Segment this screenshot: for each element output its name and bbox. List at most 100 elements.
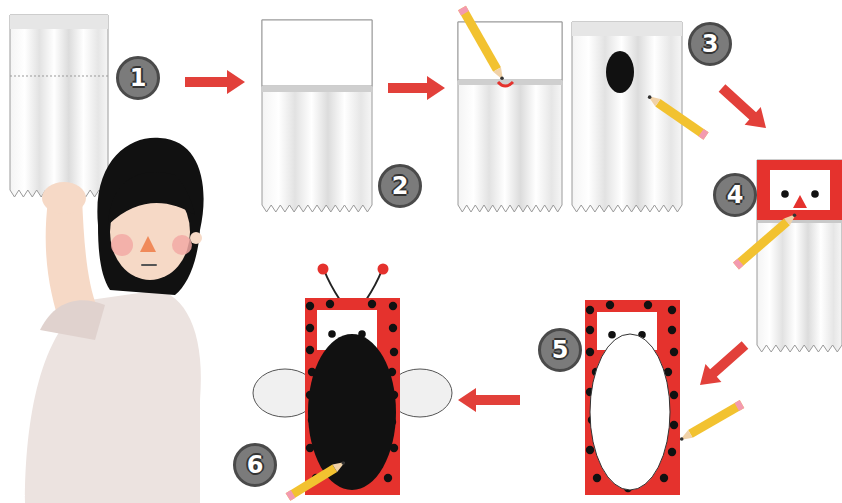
pencil-body: [658, 103, 706, 136]
pencil: [288, 461, 345, 497]
ladybug-eye: [781, 190, 789, 198]
ladybug-spot: [586, 326, 594, 334]
child-mouth: [142, 264, 156, 266]
child-cheek: [111, 234, 133, 256]
pencil-eraser: [288, 494, 293, 497]
child-body: [25, 290, 201, 503]
callout-number: 4: [727, 183, 744, 207]
antenna-ball: [378, 264, 389, 275]
callout-number: 2: [392, 174, 409, 198]
paper-roll: [572, 22, 682, 212]
pencil-lead: [793, 214, 797, 218]
step-arrow-shape: [692, 336, 753, 394]
ladybug-spot: [586, 306, 594, 314]
pencil-body: [462, 8, 497, 70]
ladybug-spot: [586, 446, 594, 454]
ladybug-eye: [328, 330, 336, 338]
ladybug-spot: [306, 324, 314, 332]
ladybug-nose: [793, 195, 807, 208]
pencil-eraser: [737, 404, 742, 407]
pencil: [648, 95, 706, 136]
step-arrow-shape: [185, 70, 245, 94]
ladybug-body: [305, 298, 400, 495]
pencil-body: [690, 404, 742, 434]
child: [25, 138, 204, 503]
ladybug-antenna: [366, 270, 382, 300]
step-arrow: [185, 70, 245, 94]
child-bangs: [108, 172, 195, 225]
pencil: [462, 8, 504, 80]
ladybug-spot: [668, 326, 676, 334]
roll-top-band: [572, 22, 682, 36]
ladybug-eye: [811, 190, 819, 198]
paper-roll: [757, 160, 842, 352]
pencil-tip: [648, 96, 660, 107]
ladybug-spot: [606, 301, 614, 309]
pencil-lead: [680, 437, 684, 441]
child-ear: [190, 232, 202, 244]
ladybug-eye: [608, 331, 616, 339]
pencil: [680, 404, 742, 441]
antenna-ball: [318, 264, 329, 275]
step-arrow-shape: [388, 76, 445, 100]
roll-folded-top: [262, 20, 372, 86]
fold-edge: [458, 80, 562, 85]
callout-number: 5: [552, 338, 569, 362]
ladybug-spot: [644, 301, 652, 309]
roll-top-band: [10, 15, 108, 29]
band-edge: [757, 220, 842, 223]
fold-edge: [262, 86, 372, 92]
ladybug-spot: [368, 300, 376, 308]
child-hair: [97, 138, 203, 295]
paper-roll: [262, 20, 372, 212]
pencil-body: [288, 468, 335, 497]
fold-line: [10, 76, 108, 77]
paper-roll: [458, 22, 562, 212]
callout-number: 6: [247, 453, 264, 477]
child-sleeve: [40, 300, 105, 340]
step-circle: 4: [713, 173, 757, 217]
pencil-lead: [341, 461, 345, 465]
child-nose: [140, 236, 156, 252]
ladybug-spot: [586, 348, 594, 356]
drawn-oval: [606, 51, 634, 93]
details: [185, 8, 842, 497]
ladybug-spot: [593, 474, 601, 482]
ladybug-spot: [670, 421, 678, 429]
pencil-tip: [493, 67, 503, 80]
step-arrow: [388, 76, 445, 100]
pencil-eraser: [701, 133, 706, 136]
step-arrow: [714, 79, 774, 137]
callout-number: 3: [702, 32, 719, 56]
drawn-mark: [498, 82, 513, 86]
step-circle: 3: [688, 22, 732, 66]
ladybug-spot: [384, 474, 392, 482]
ladybug-spot: [660, 474, 668, 482]
ladybug-spot: [389, 324, 397, 332]
step-circle: 1: [116, 56, 160, 100]
drawn-oval: [590, 334, 670, 490]
step-arrow: [458, 388, 520, 412]
pencil-tip: [332, 462, 345, 472]
child-cheek: [172, 235, 192, 255]
child-hand: [42, 182, 86, 214]
step-circle: 6: [233, 443, 277, 487]
ladybug-spot: [306, 346, 314, 354]
step-circle: 2: [378, 164, 422, 208]
ladybug-spot: [326, 300, 334, 308]
ladybug-spot: [668, 306, 676, 314]
ladybug-spot: [306, 302, 314, 310]
ladybug-spot: [670, 348, 678, 356]
paper-roll: [10, 15, 108, 197]
ladybug-spot: [389, 302, 397, 310]
ladybug-spot: [668, 448, 676, 456]
pencil-eraser: [462, 8, 465, 13]
ladybug-face: [770, 170, 830, 210]
ladybug-spot: [390, 348, 398, 356]
step-arrow-shape: [458, 388, 520, 412]
ladybug-spot: [670, 391, 678, 399]
step-arrow-shape: [714, 79, 774, 137]
ladybug-antenna: [324, 270, 340, 300]
red-band: [757, 160, 842, 220]
